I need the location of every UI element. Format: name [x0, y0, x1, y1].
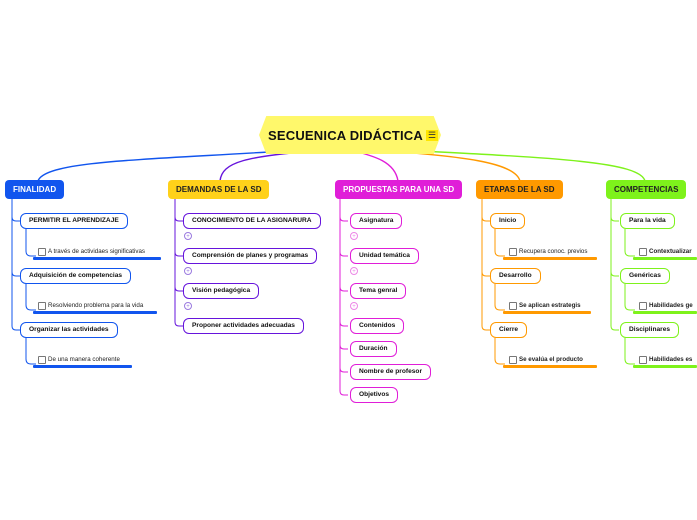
topic-objetivos[interactable]: Objetivos — [350, 387, 399, 403]
branch-finalidad[interactable]: FINALIDAD — [5, 180, 65, 199]
leaf-text: Habilidades ge — [649, 302, 693, 309]
leaf-underline — [33, 365, 132, 368]
branch-etapas[interactable]: ETAPAS DE LA SD — [476, 180, 563, 199]
topic-duracion[interactable]: Duración — [350, 341, 397, 357]
leaf-underline — [633, 311, 697, 314]
checkbox-icon[interactable] — [639, 248, 647, 256]
topic-nombre-profesor[interactable]: Nombre de profesor — [350, 364, 432, 380]
topic-contenidos[interactable]: Contenidos — [350, 318, 405, 334]
topic-vision-pedagogica[interactable]: Visión pedagógica — [183, 283, 260, 299]
collapse-icon[interactable]: + — [350, 267, 358, 275]
checkbox-icon[interactable] — [639, 302, 647, 310]
topic-adquisicion-competencias[interactable]: Adquisición de competencias — [20, 268, 132, 284]
checkbox-icon[interactable] — [38, 248, 46, 256]
root-title: SECUENICA DIDÁCTICA — [268, 127, 423, 143]
topic-unidad-tematica[interactable]: Unidad temática — [350, 248, 419, 264]
topic-proponer-actividades[interactable]: Proponer actividades adecuadas — [183, 318, 304, 334]
topic-inicio[interactable]: Inicio — [490, 213, 526, 229]
leaf-text: Se aplican estrategis — [519, 302, 581, 309]
topic-comprension-planes[interactable]: Comprensión de planes y programas — [183, 248, 318, 264]
connector-demandas — [219, 149, 326, 182]
topic-organizar-actividades[interactable]: Organizar las actividades — [20, 322, 118, 338]
leaf-text: De una manera coherente — [48, 356, 120, 363]
checkbox-icon[interactable] — [509, 248, 517, 256]
topic-disciplinares[interactable]: Disciplinares — [620, 322, 680, 338]
leaf-underline — [503, 311, 591, 314]
leaf-text: Contextualizar — [649, 248, 692, 255]
topic-conocimiento-asignatura[interactable]: CONOCIMIENTO DE LA ASIGNARURA — [183, 213, 321, 229]
collapse-icon[interactable]: + — [184, 267, 192, 275]
menu-icon[interactable]: ☰ — [426, 130, 438, 141]
collapse-icon[interactable]: + — [350, 302, 358, 310]
topic-permitir-aprendizaje[interactable]: PERMITIR EL APRENDIZAJE — [20, 213, 128, 229]
collapse-icon[interactable]: + — [184, 302, 192, 310]
leaf-text: Resolviendo problema para la vida — [48, 302, 144, 309]
topic-desarrollo[interactable]: Desarrollo — [490, 268, 541, 284]
topic-tema-general[interactable]: Tema genral — [350, 283, 407, 299]
checkbox-icon[interactable] — [509, 356, 517, 364]
leaf-underline — [633, 365, 697, 368]
topic-genericas[interactable]: Genéricas — [620, 268, 670, 284]
leaf-text: A través de actividaes significativas — [48, 248, 145, 255]
branch-competencias[interactable]: COMPETENCIAS — [606, 180, 687, 199]
leaf-text: Recupera conoc. previos — [519, 248, 588, 255]
branch-propuestas[interactable]: PROPUESTAS PARA UNA SD — [335, 180, 463, 199]
root-topic[interactable]: SECUENICA DIDÁCTICA — [259, 116, 441, 154]
leaf-underline — [33, 311, 157, 314]
leaf-underline — [503, 257, 597, 260]
topic-para-la-vida[interactable]: Para la vida — [620, 213, 675, 229]
topic-asignatura[interactable]: Asignatura — [350, 213, 403, 229]
leaf-underline — [33, 257, 161, 260]
leaf-underline — [633, 257, 697, 260]
checkbox-icon[interactable] — [38, 356, 46, 364]
checkbox-icon[interactable] — [509, 302, 517, 310]
checkbox-icon[interactable] — [38, 302, 46, 310]
leaf-text: Se evalúa el producto — [519, 356, 583, 363]
leaf-text: Habilidades es — [649, 356, 693, 363]
connector-propuestas — [349, 149, 399, 182]
connector-finalidad — [37, 149, 301, 182]
checkbox-icon[interactable] — [639, 356, 647, 364]
leaf-underline — [503, 365, 597, 368]
connector-competencias — [399, 149, 646, 182]
collapse-icon[interactable]: + — [350, 232, 358, 240]
topic-cierre[interactable]: Cierre — [490, 322, 528, 338]
collapse-icon[interactable]: + — [184, 232, 192, 240]
branch-demandas[interactable]: DEMANDAS DE LA SD — [168, 180, 270, 199]
